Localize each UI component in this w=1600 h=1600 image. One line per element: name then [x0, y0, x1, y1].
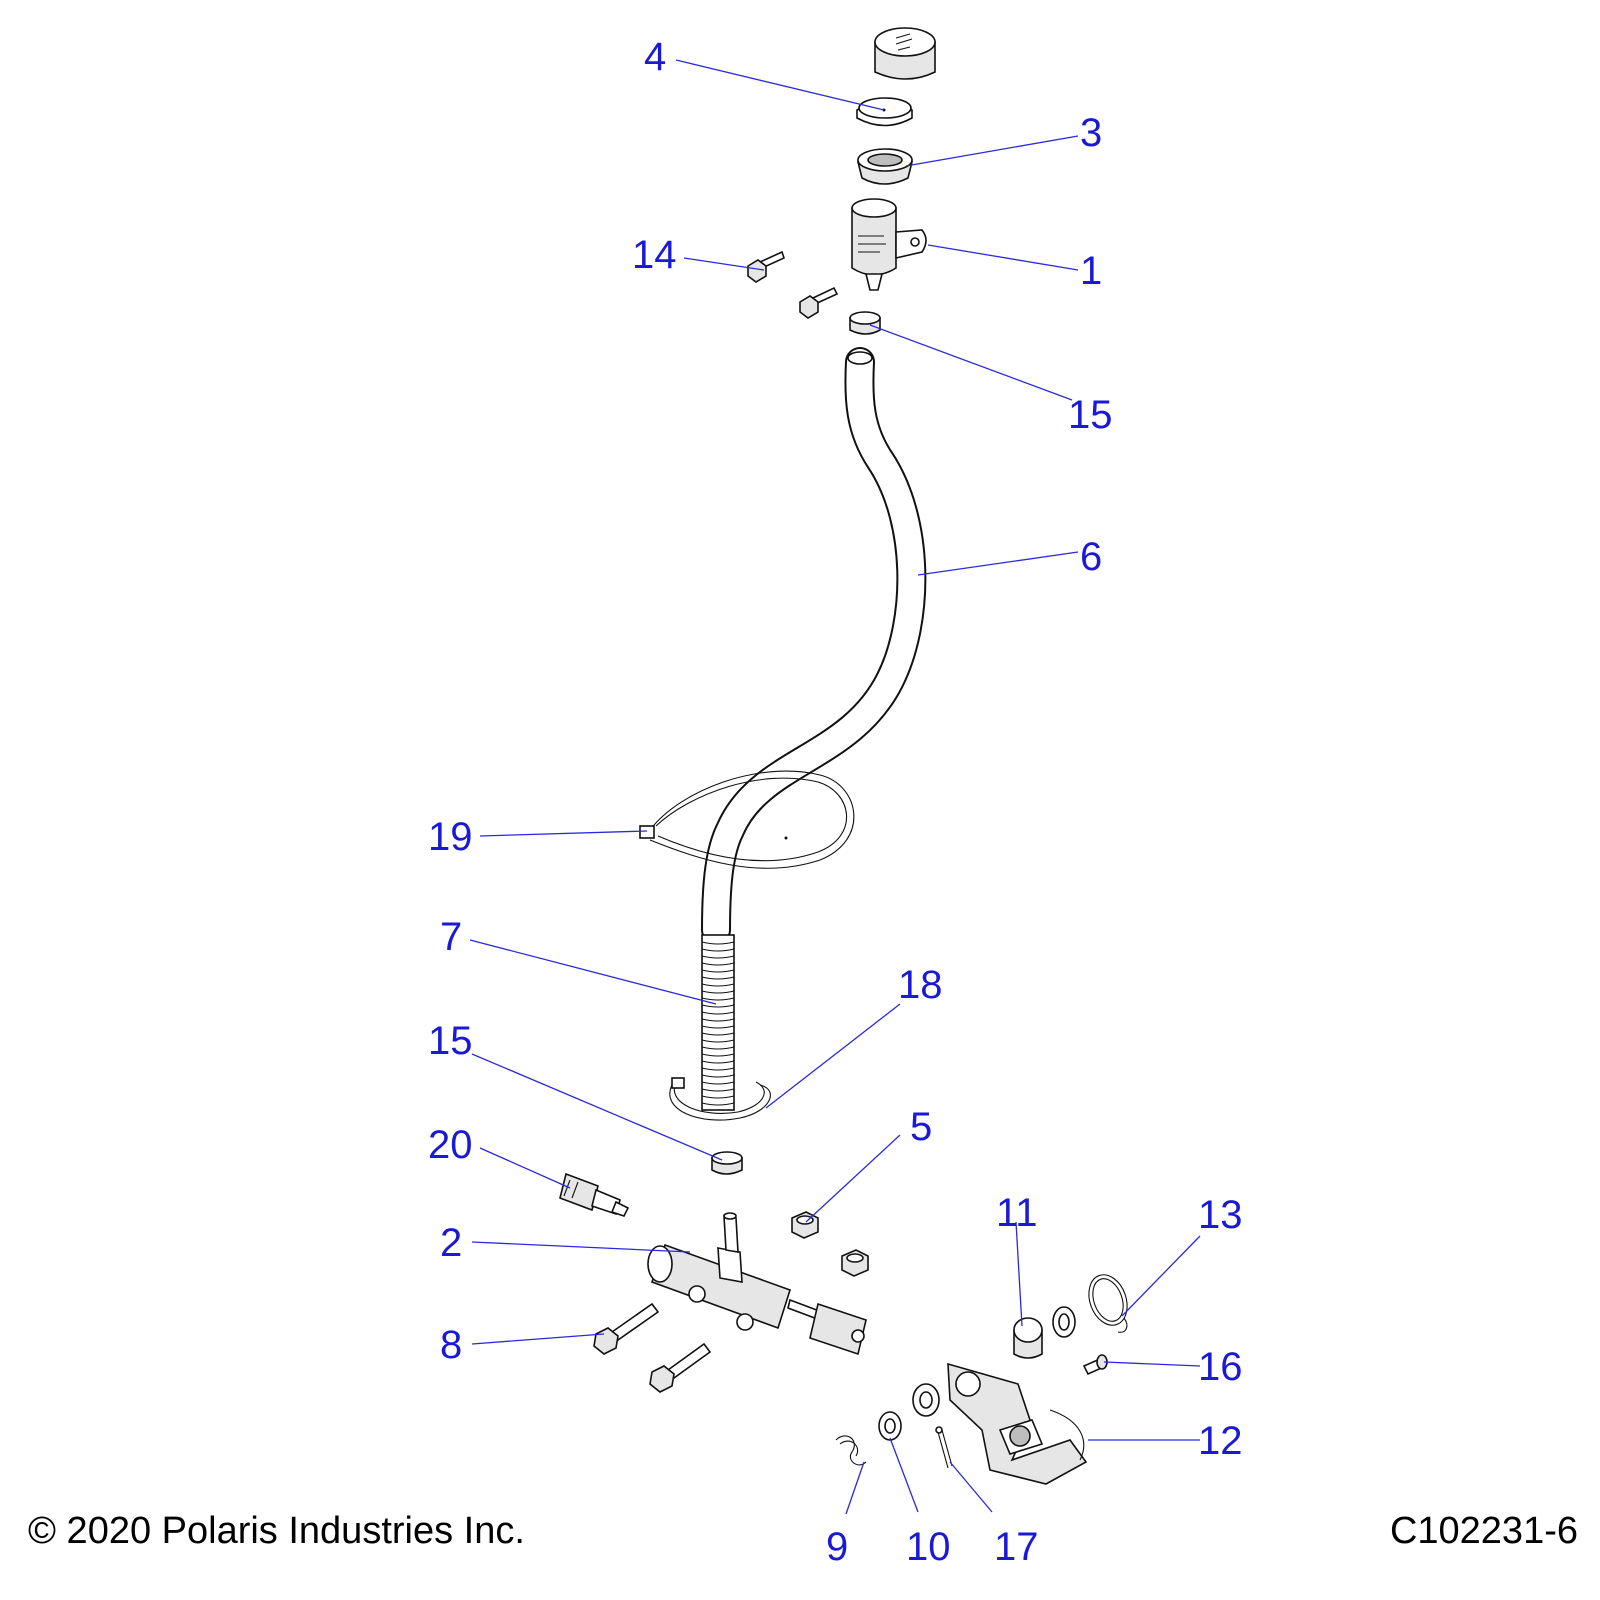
seal-cup-part-3	[856, 148, 914, 185]
sleeve-rib	[701, 1011, 735, 1015]
sleeve-rib	[701, 1074, 735, 1078]
leader-6	[917, 551, 1079, 576]
callout-9: 9	[826, 1525, 848, 1569]
callout-17: 17	[994, 1525, 1039, 1569]
sleeve-rib	[701, 948, 735, 952]
diaphragm-part-4	[856, 97, 913, 127]
washer-part-10	[878, 1411, 902, 1441]
hose-clamp-part-15-top	[849, 311, 881, 335]
callout-15-top: 15	[1068, 393, 1113, 437]
callout-13: 13	[1198, 1193, 1243, 1237]
callout-20: 20	[428, 1123, 473, 1167]
callout-11: 11	[996, 1191, 1038, 1235]
reservoir-body-part-1	[851, 198, 927, 291]
callout-15-bottom: 15	[428, 1019, 473, 1063]
cable-tie-part-19	[639, 770, 855, 869]
leader-3	[905, 135, 1079, 167]
pivot-pin-part-16	[1082, 1354, 1108, 1376]
sleeve-rib	[701, 1039, 735, 1043]
sleeve-rib	[701, 1095, 735, 1099]
leader-9	[845, 1461, 865, 1515]
pressure-switch-part-20	[559, 1172, 630, 1217]
washer-part-10-second	[912, 1383, 940, 1417]
callout-7: 7	[440, 915, 462, 959]
leader-8	[471, 1333, 605, 1345]
figure-id: C102231-6	[1389, 1510, 1578, 1552]
leader-13	[1121, 1235, 1201, 1317]
sleeve-rib	[701, 976, 735, 980]
screw-part-14	[747, 250, 785, 283]
leader-19	[479, 830, 648, 837]
sleeve-rib	[701, 983, 735, 987]
bolt-part-8	[593, 1302, 660, 1355]
pivot-bushing-part-11	[1013, 1317, 1043, 1359]
callout-14: 14	[632, 233, 677, 277]
clip-part-9	[835, 1435, 867, 1466]
leader-4	[675, 59, 885, 111]
leader-11	[1015, 1221, 1023, 1327]
hose-clamp-part-15-bottom	[711, 1151, 743, 1175]
washer	[1052, 1306, 1076, 1338]
return-spring-part-13	[1088, 1274, 1128, 1333]
callout-2: 2	[440, 1221, 462, 1265]
leader-lines	[469, 59, 1201, 1515]
sleeve-rib	[701, 969, 735, 973]
callout-19: 19	[428, 815, 473, 859]
sleeve-rib	[701, 962, 735, 966]
sleeve-rib	[701, 1004, 735, 1008]
leader-18	[765, 1003, 901, 1109]
callout-16: 16	[1198, 1345, 1243, 1389]
sleeve-rib	[701, 941, 735, 945]
sleeve-rib	[701, 1088, 735, 1092]
leader-16	[1103, 1361, 1201, 1367]
sleeve-rib	[701, 955, 735, 959]
reservoir-hose-part-6	[701, 347, 927, 945]
callout-5: 5	[910, 1105, 932, 1149]
sleeve-rib	[701, 997, 735, 1001]
leader-15-bottom	[471, 1053, 723, 1161]
leader-15-top	[869, 324, 1073, 401]
sleeve-rib	[701, 1032, 735, 1036]
sleeve-rib	[701, 1018, 735, 1022]
sleeve-rib	[701, 1053, 735, 1057]
sleeve-rib	[701, 1081, 735, 1085]
sleeve-rib	[701, 990, 735, 994]
reservoir-cap	[874, 27, 936, 80]
cable-tie-part-18	[669, 1077, 771, 1121]
bolt-part-8-second	[649, 1342, 712, 1393]
copyright-notice: © 2020 Polaris Industries Inc.	[28, 1510, 525, 1552]
sleeve-rib	[701, 1046, 735, 1050]
leader-5	[805, 1134, 901, 1223]
bushing-part-5	[791, 1211, 819, 1239]
corrugated-sleeve-part-7	[701, 934, 735, 1111]
callout-10: 10	[906, 1525, 951, 1569]
pedal-bracket-part-12	[947, 1362, 1088, 1485]
callout-12: 12	[1198, 1419, 1243, 1463]
callout-18: 18	[898, 963, 943, 1007]
callout-4: 4	[644, 35, 666, 79]
bushing-part-5-second	[841, 1249, 869, 1277]
callout-numbers: 4 3 1 14 15 6 19 7 18 15 5 20 2 11 13 8 …	[428, 35, 1243, 1569]
callout-6: 6	[1080, 535, 1102, 579]
cotter-pin-part-17	[935, 1426, 953, 1469]
callout-3: 3	[1080, 111, 1102, 155]
sleeve-rib	[701, 1025, 735, 1029]
callout-8: 8	[440, 1323, 462, 1367]
screw-part-14-second	[799, 286, 839, 319]
sleeve-rib	[701, 1067, 735, 1071]
leader-14	[683, 257, 765, 271]
leader-17	[949, 1461, 993, 1513]
sleeve-rib	[701, 1102, 735, 1106]
master-cylinder-part-2	[647, 1212, 867, 1356]
leader-1	[927, 244, 1079, 271]
leader-7	[469, 939, 717, 1005]
leader-2	[471, 1241, 691, 1253]
sleeve-rib	[701, 1060, 735, 1064]
callout-1: 1	[1080, 249, 1102, 293]
leader-10	[889, 1437, 919, 1513]
leader-20	[479, 1147, 571, 1189]
